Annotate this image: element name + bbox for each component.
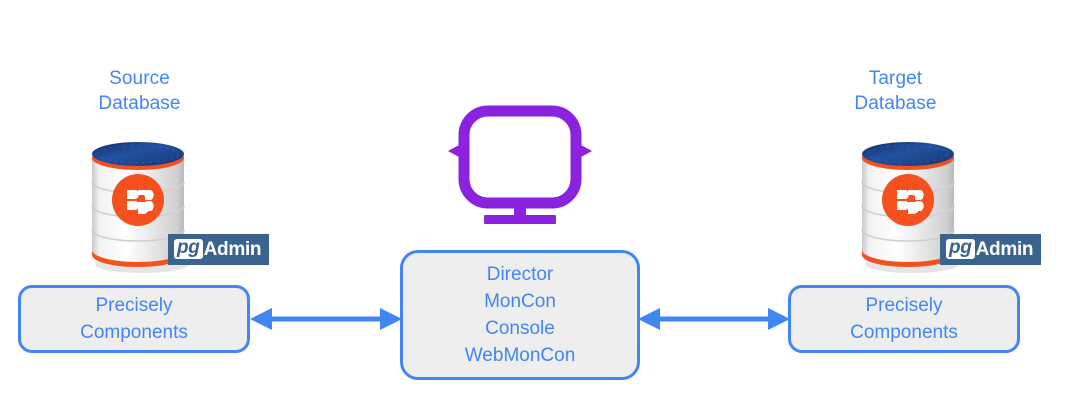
pgadmin-pg-mark: pg: [946, 238, 975, 259]
left-bidirectional-arrow: [250, 306, 402, 332]
edb-logo-icon: [882, 174, 934, 226]
pgadmin-admin-text: Admin: [203, 238, 262, 260]
monitor-right-marker-icon: [581, 145, 592, 157]
edb-logo-icon: [112, 174, 164, 226]
right-bidirectional-arrow: [638, 306, 790, 332]
database-cylinder-icon: [861, 142, 959, 273]
monitor-left-marker-icon: [448, 145, 459, 157]
source-database-cylinder: [86, 138, 194, 273]
database-cylinder-icon: [91, 142, 189, 273]
double-headed-arrow-icon: [250, 308, 402, 330]
double-headed-arrow-icon: [638, 308, 790, 330]
pgadmin-pg-mark: pg: [174, 238, 203, 259]
target-database-cylinder: [856, 138, 964, 273]
source-database-caption: Source Database: [98, 68, 181, 114]
pgadmin-admin-text: Admin: [975, 238, 1034, 260]
right-precisely-components-box[interactable]: Precisely Components: [788, 285, 1020, 353]
monitor-icon: [448, 105, 592, 224]
target-database-caption: Target Database: [854, 68, 937, 114]
left-precisely-components-box[interactable]: Precisely Components: [18, 285, 250, 353]
center-services-box[interactable]: Director MonCon Console WebMonCon: [400, 250, 640, 380]
monitor-icon-wrapper: [440, 105, 600, 225]
